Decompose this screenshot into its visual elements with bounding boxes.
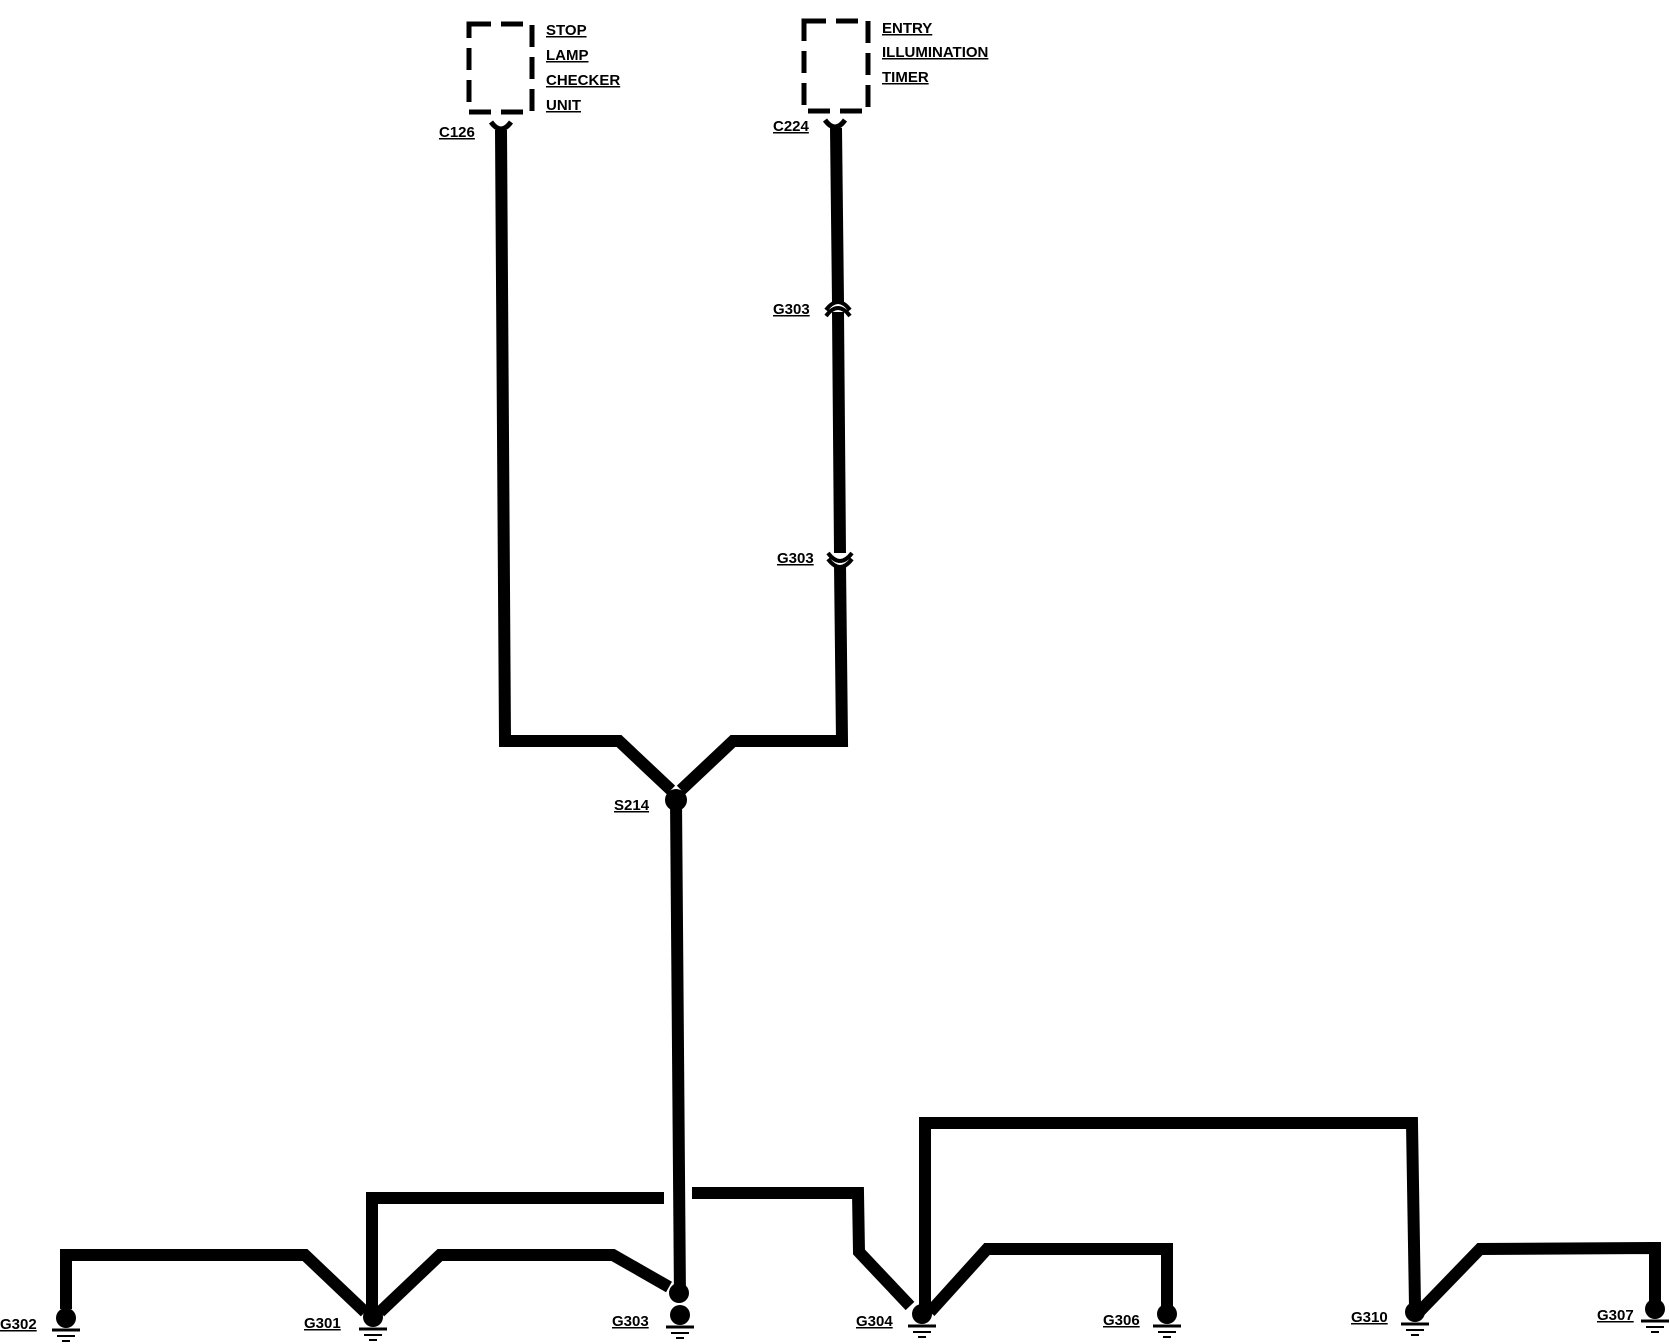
stop-lamp-label-line-4: UNIT xyxy=(546,97,581,114)
stop-lamp-checker-unit: STOP LAMP CHECKER UNIT xyxy=(466,21,620,115)
s214-label: S214 xyxy=(614,797,650,814)
c224-label: C224 xyxy=(773,118,810,135)
g303-lower-label: G303 xyxy=(777,550,814,567)
wire-g301-to-g303-splice xyxy=(375,1249,672,1317)
wire-g301-to-upper-bus xyxy=(366,1192,664,1309)
connector-c126: C126 xyxy=(439,120,514,141)
g304-label: G304 xyxy=(856,1313,893,1330)
stop-lamp-checker-box xyxy=(466,21,535,115)
g307-label: G307 xyxy=(1597,1307,1634,1324)
ground-g304: G304 xyxy=(856,1304,936,1338)
g303-splice-dot xyxy=(669,1283,689,1303)
g306-label: G306 xyxy=(1103,1312,1140,1329)
g303-ground-dot xyxy=(670,1305,690,1325)
entry-timer-label-line-3: TIMER xyxy=(882,69,929,86)
ground-g310: G310 xyxy=(1351,1302,1429,1336)
wire-s214-to-g303 xyxy=(670,799,686,1301)
wire-upper-bus-to-g304 xyxy=(692,1187,915,1311)
wire-lower-g303-to-s214 xyxy=(676,564,849,795)
stop-lamp-label-line-2: LAMP xyxy=(546,47,589,64)
wire-g310-to-g307 xyxy=(1415,1241,1661,1316)
g306-ground-dot xyxy=(1157,1304,1177,1324)
wire-c224-to-upper-g303 xyxy=(830,127,844,303)
wire-g302-to-g301 xyxy=(60,1249,370,1317)
g303-upper-symbol xyxy=(824,300,852,318)
g304-ground-dot xyxy=(912,1304,932,1324)
stop-lamp-label-line-1: STOP xyxy=(546,22,587,39)
ground-g303: G303 xyxy=(612,1305,694,1339)
g303-lower-symbol xyxy=(826,551,854,569)
g301-label: G301 xyxy=(304,1315,341,1332)
g307-ground-dot xyxy=(1645,1299,1665,1319)
g310-ground-dot xyxy=(1405,1302,1425,1322)
g303-upper-label: G303 xyxy=(773,301,810,318)
stop-lamp-label-line-3: CHECKER xyxy=(546,72,620,89)
g302-ground-dot xyxy=(56,1308,76,1328)
s214-splice-dot xyxy=(665,789,687,811)
g303-label: G303 xyxy=(612,1313,649,1330)
entry-timer-label-line-1: ENTRY xyxy=(882,20,932,37)
wire-g304-to-g306 xyxy=(925,1243,1173,1317)
c126-label: C126 xyxy=(439,124,475,141)
inline-connector-g303-lower: G303 xyxy=(777,550,854,569)
wire-g304-to-g310-loop xyxy=(919,1117,1421,1307)
ground-g302: G302 xyxy=(0,1308,80,1342)
ground-g301: G301 xyxy=(304,1307,387,1341)
ground-g307: G307 xyxy=(1597,1299,1669,1333)
inline-connector-g303-upper: G303 xyxy=(773,300,852,318)
entry-timer-label-line-2: ILLUMINATION xyxy=(882,44,988,61)
c126-terminal-symbol xyxy=(488,120,514,132)
g302-label: G302 xyxy=(0,1316,37,1333)
wire-c126-to-s214 xyxy=(495,129,676,795)
ground-g306: G306 xyxy=(1103,1304,1181,1338)
g310-label: G310 xyxy=(1351,1309,1388,1326)
entry-illumination-timer: ENTRY ILLUMINATION TIMER xyxy=(801,18,988,114)
g301-ground-dot xyxy=(363,1307,383,1327)
entry-illumination-timer-box xyxy=(801,18,871,114)
splice-s214: S214 xyxy=(614,789,687,814)
wire-upper-g303-to-lower-g303 xyxy=(832,311,846,554)
connector-c224: C224 xyxy=(773,118,848,135)
c224-terminal-symbol xyxy=(822,118,848,130)
